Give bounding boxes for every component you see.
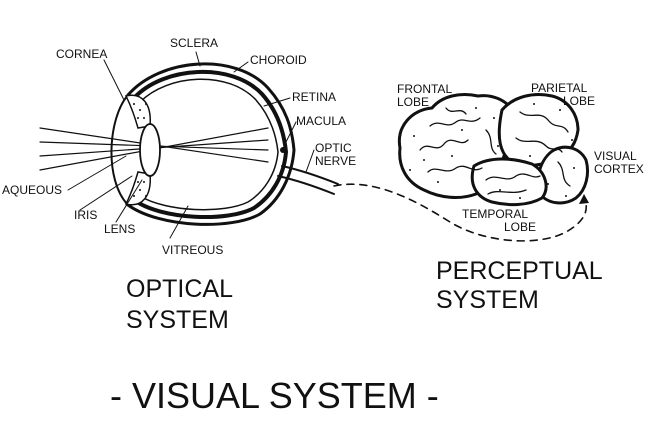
label-frontal: FRONTAL bbox=[397, 82, 452, 96]
label-macula: MACULA bbox=[296, 114, 346, 128]
lens bbox=[139, 123, 161, 177]
label-aqueous: AQUEOUS bbox=[2, 183, 62, 197]
optical-heading-line2: SYSTEM bbox=[126, 306, 229, 334]
label-sclera: SCLERA bbox=[170, 36, 218, 50]
label-cortex: CORTEX bbox=[594, 162, 644, 176]
iris-stipple bbox=[133, 103, 147, 197]
label-cornea: CORNEA bbox=[56, 47, 107, 61]
eye-leader-lines bbox=[67, 51, 315, 239]
optical-heading-line1: OPTICAL bbox=[126, 275, 233, 303]
perceptual-heading-line2: SYSTEM bbox=[436, 286, 539, 314]
brain-stipple bbox=[409, 103, 575, 199]
label-parietal: PARIETAL bbox=[531, 81, 588, 95]
optic-nerve bbox=[277, 165, 339, 195]
label-frontal-lobe: LOBE bbox=[397, 95, 429, 109]
cornea bbox=[110, 94, 129, 206]
label-temporal: TEMPORAL bbox=[462, 207, 528, 221]
iris bbox=[124, 94, 151, 129]
macula bbox=[280, 147, 286, 153]
label-temporal-lobe: LOBE bbox=[504, 220, 536, 234]
retina bbox=[139, 78, 279, 211]
label-lens: LENS bbox=[104, 222, 135, 236]
brain-gyri bbox=[419, 107, 571, 195]
brain-illustration bbox=[397, 93, 590, 207]
choroid bbox=[132, 69, 288, 220]
visual-pathway-dashed bbox=[333, 183, 588, 242]
temporal-lobe bbox=[470, 157, 548, 207]
label-optic: OPTIC bbox=[315, 141, 352, 155]
page-title: - VISUAL SYSTEM - bbox=[110, 375, 439, 416]
label-nerve: NERVE bbox=[315, 154, 356, 168]
label-choroid: CHOROID bbox=[250, 53, 307, 67]
label-retina: RETINA bbox=[292, 90, 336, 104]
eye-illustration bbox=[39, 62, 339, 226]
label-vitreous: VITREOUS bbox=[162, 243, 223, 257]
perceptual-heading-line1: PERCEPTUAL bbox=[436, 257, 603, 285]
sclera bbox=[126, 62, 296, 226]
label-iris: IRIS bbox=[74, 208, 97, 222]
visual-pathway-arrowhead bbox=[579, 194, 589, 204]
label-parietal-lobe: LOBE bbox=[563, 94, 595, 108]
label-visual: VISUAL bbox=[594, 149, 637, 163]
